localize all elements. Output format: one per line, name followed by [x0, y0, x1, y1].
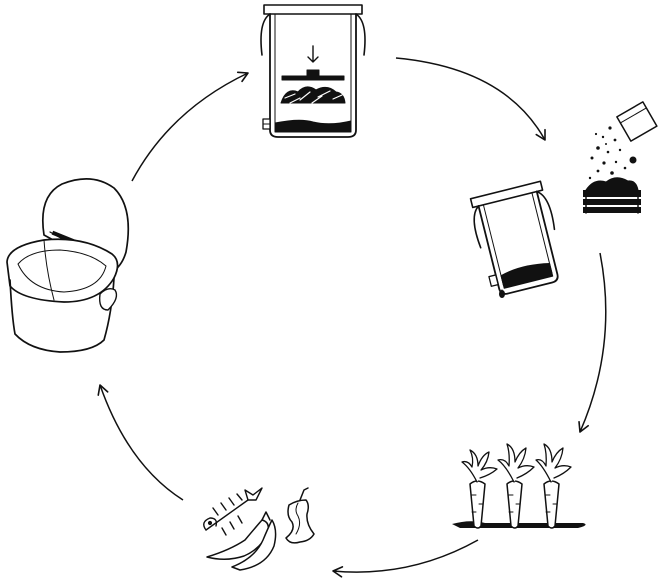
arrow-bucket-to-drain	[395, 57, 546, 141]
carrots-growing-icon	[452, 443, 586, 529]
food-scraps-icon	[203, 487, 315, 571]
arrow-caddy-to-bucket	[131, 71, 249, 182]
kitchen-caddy-icon	[6, 178, 130, 353]
fermentation-bucket-press-icon	[260, 4, 366, 138]
arrow-scraps-to-caddy	[97, 384, 184, 501]
soil-crate-icon	[583, 101, 658, 214]
arrow-crate-to-carrots	[578, 252, 607, 433]
arrow-carrots-to-scraps	[332, 539, 479, 578]
cycle-arrows	[97, 57, 607, 578]
bucket-draining-liquid-icon	[469, 180, 559, 298]
